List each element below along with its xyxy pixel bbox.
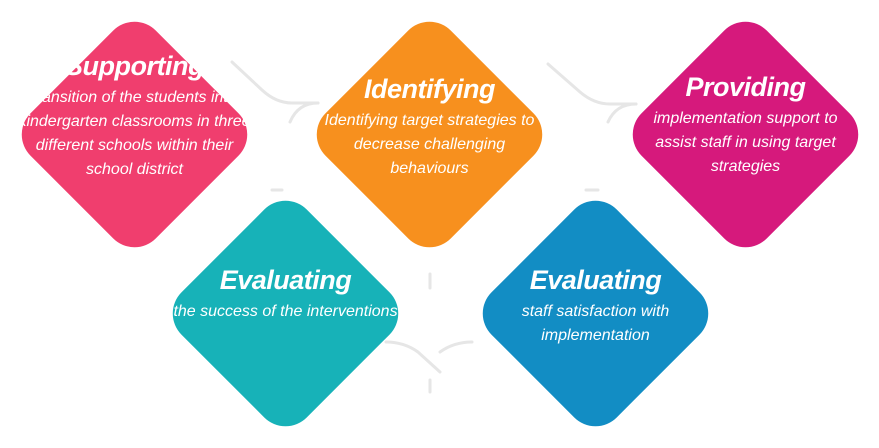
- card-heading: Evaluating: [219, 265, 352, 295]
- connector-center-right: [438, 340, 474, 354]
- card-providing: Providing implementation support to assi…: [611, 0, 879, 269]
- rounded-diamond-shape: [482, 200, 709, 427]
- rounded-diamond-shape: [316, 21, 543, 248]
- rounded-diamond-shape: [21, 21, 248, 248]
- rounded-diamond-shape: [172, 200, 399, 427]
- card-evaluating-success: Evaluating the success of the interventi…: [151, 179, 420, 448]
- connector-top-right: [546, 62, 638, 106]
- card-body: transition of the students into kinderga…: [18, 89, 251, 178]
- connector-center-left: [384, 340, 442, 374]
- connector-top-mid-right: [606, 102, 638, 124]
- card-heading: Evaluating: [529, 265, 662, 295]
- card-body: the success of the interventions: [173, 303, 398, 320]
- connector-top-left: [230, 60, 320, 105]
- card-evaluating-satisfaction: Evaluating staff satisfaction with imple…: [461, 179, 730, 448]
- connector-top-mid-left: [288, 101, 320, 124]
- card-heading: Supporting: [65, 51, 204, 81]
- card-body: implementation support to assist staff i…: [653, 110, 838, 175]
- card-body: Identifying target strategies to decreas…: [324, 112, 535, 177]
- card-heading: Identifying: [364, 74, 496, 104]
- card-heading: Providing: [685, 72, 806, 102]
- card-body: staff satisfaction with implementation: [521, 303, 670, 344]
- card-identifying: Identifying Identifying target strategie…: [295, 0, 564, 269]
- card-supporting: Supporting transition of the students in…: [0, 0, 269, 269]
- rounded-diamond-shape: [632, 21, 859, 248]
